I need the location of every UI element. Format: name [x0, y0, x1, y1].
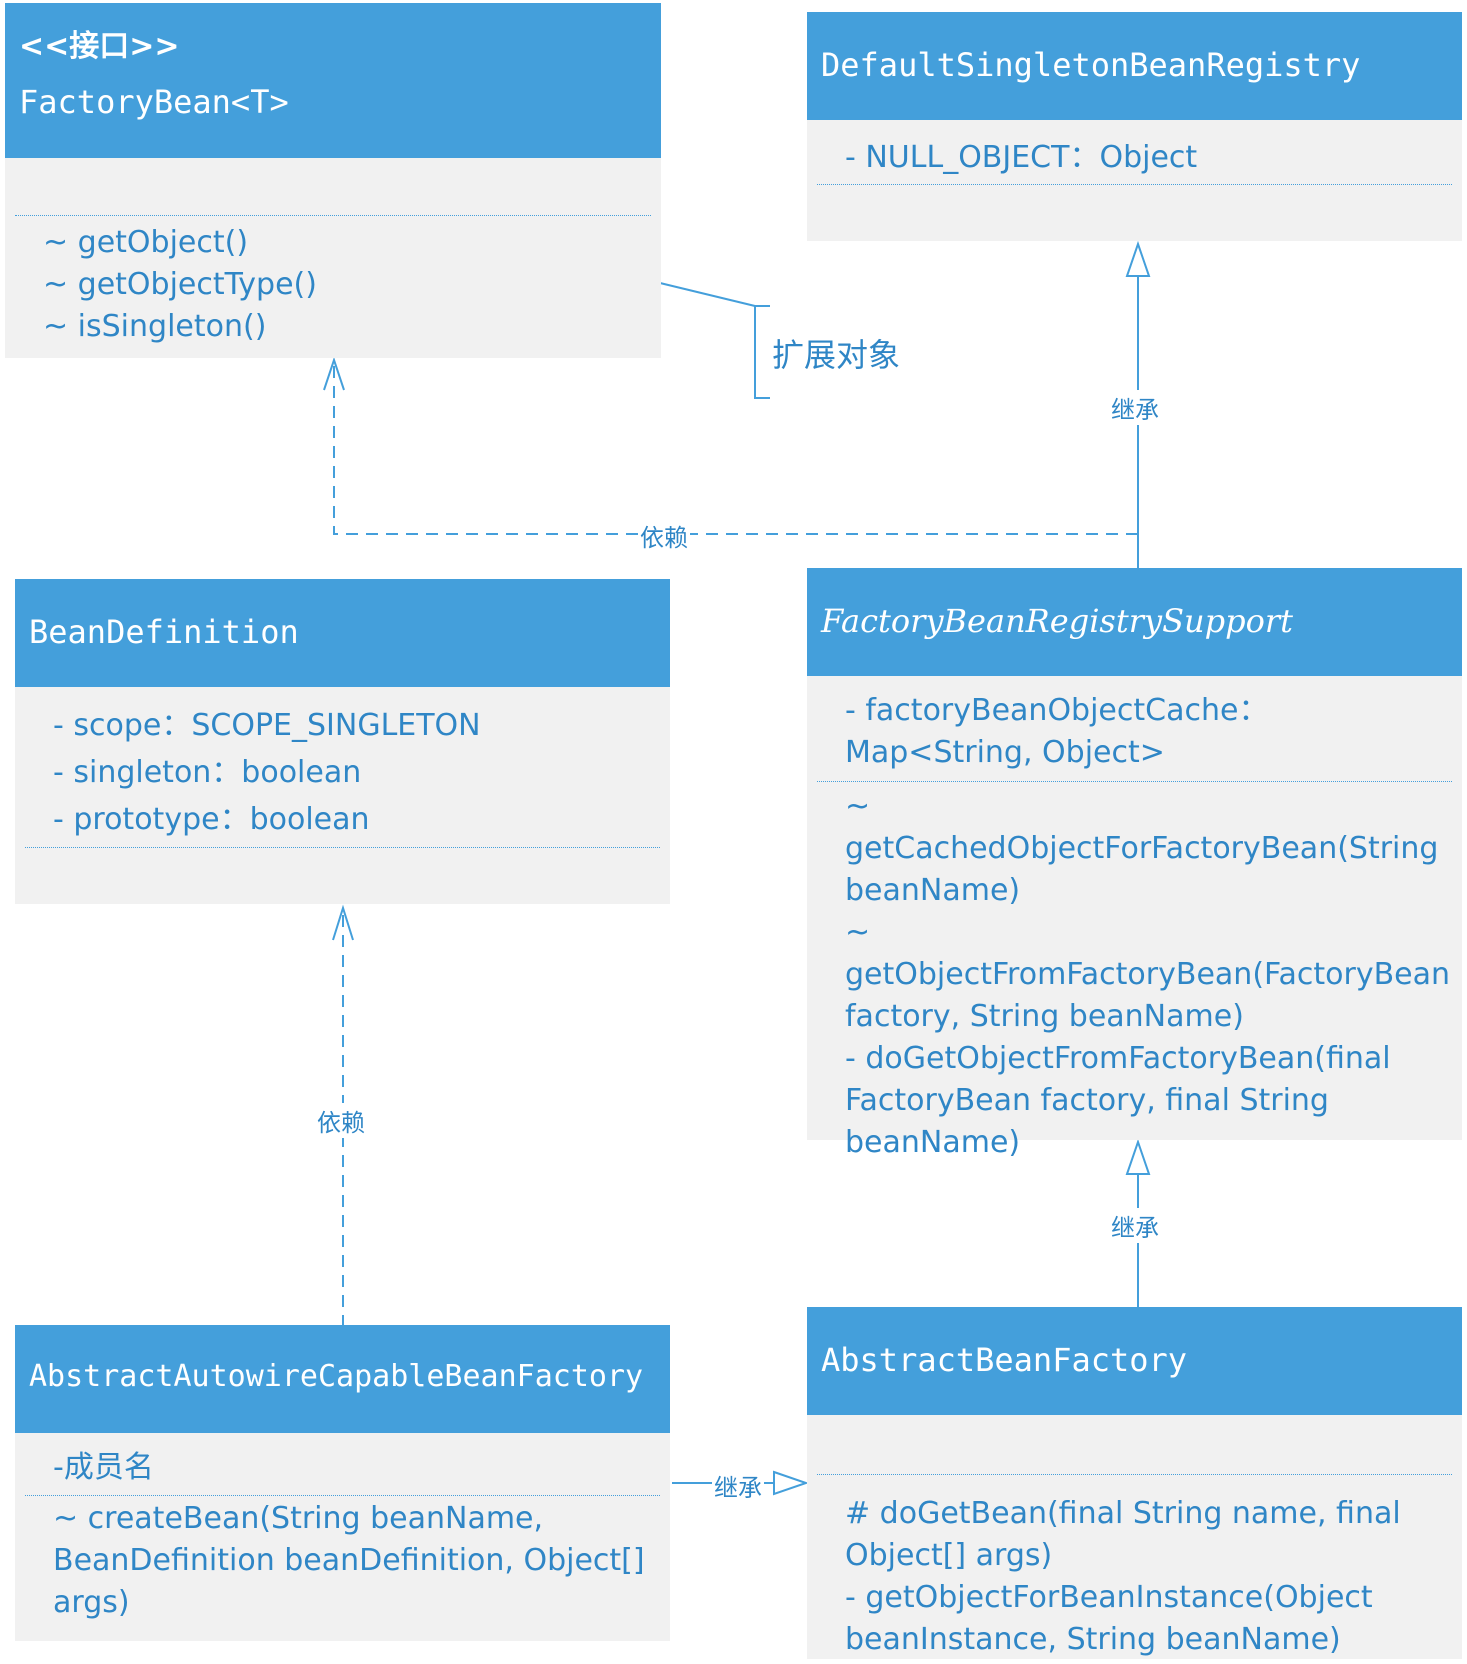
separator [817, 184, 1452, 185]
separator [817, 1474, 1452, 1475]
class-header: AbstractAutowireCapableBeanFactory [15, 1325, 670, 1433]
depend-arrowhead-mid [332, 904, 354, 941]
class-header: AbstractBeanFactory [807, 1307, 1462, 1415]
class-defaultsingletonbeanregistry: DefaultSingletonBeanRegistry - NULL_OBJE… [807, 12, 1462, 241]
method-item: ~ getObjectType() [43, 267, 317, 302]
label-inherit-top: 继承 [1109, 390, 1161, 425]
method-list: ~ getObject() ~ getObjectType() ~ isSing… [43, 222, 651, 348]
depend-fbrs-to-factorybean [333, 362, 1138, 535]
class-header: <<接口>> FactoryBean<T> [5, 3, 661, 158]
class-header: FactoryBeanRegistrySupport [807, 568, 1462, 676]
method-item: ~ isSingleton() [43, 309, 267, 344]
method-list: # doGetBean(final String name, final Obj… [845, 1493, 1446, 1661]
class-abstractbeanfactory: AbstractBeanFactory # doGetBean(final St… [807, 1307, 1462, 1659]
class-name: FactoryBeanRegistrySupport [821, 602, 1293, 640]
class-header: BeanDefinition [15, 579, 670, 687]
separator [817, 781, 1452, 782]
attribute-item: -成员名 [53, 1450, 154, 1485]
label-depend-top: 依赖 [638, 518, 690, 553]
class-beandefinition: BeanDefinition - scope：SCOPE_SINGLETON -… [15, 579, 670, 904]
method-list: ~ createBean(String beanName, BeanDefini… [53, 1498, 656, 1624]
class-factorybean: <<接口>> FactoryBean<T> ~ getObject() ~ ge… [5, 3, 661, 358]
label-extend-object: 扩展对象 [770, 330, 903, 376]
separator [15, 215, 651, 216]
method-item: - getObjectForBeanInstance(Object beanIn… [845, 1580, 1373, 1657]
attribute-list: - NULL_OBJECT：Object [845, 137, 1452, 179]
method-item: ~ createBean(String beanName, BeanDefini… [53, 1501, 645, 1620]
attribute-item: - singleton：boolean [53, 755, 362, 790]
class-abstractautowirecapablebeanfactory: AbstractAutowireCapableBeanFactory -成员名 … [15, 1325, 670, 1641]
class-name: FactoryBean<T> [19, 83, 289, 121]
class-name: BeanDefinition [29, 613, 299, 651]
class-name: DefaultSingletonBeanRegistry [821, 46, 1361, 84]
method-item: # doGetBean(final String name, final Obj… [845, 1496, 1401, 1573]
attribute-item: - scope：SCOPE_SINGLETON [53, 708, 481, 743]
separator [25, 1495, 660, 1496]
attribute-item: - prototype：boolean [53, 802, 370, 837]
attribute-list: - scope：SCOPE_SINGLETON - singleton：bool… [53, 702, 660, 843]
separator [25, 847, 660, 848]
attribute-item: - NULL_OBJECT：Object [845, 140, 1198, 175]
method-item: - doGetObjectFromFactoryBean(final Facto… [845, 1041, 1391, 1160]
method-item: ~ getObject() [43, 225, 249, 260]
class-name: AbstractAutowireCapableBeanFactory [29, 1359, 644, 1394]
method-item: ~ getCachedObjectForFactoryBean(String b… [845, 789, 1439, 908]
method-list: ~ getCachedObjectForFactoryBean(String b… [845, 786, 1451, 1164]
class-factorybeanregistrysupport: FactoryBeanRegistrySupport - factoryBean… [807, 568, 1462, 1160]
depend-arrowhead-top [323, 356, 345, 391]
stereotype-label: <<接口>> [19, 29, 180, 64]
note-connector [659, 282, 770, 399]
method-item: ~ getObjectFromFactoryBean(FactoryBean f… [845, 915, 1451, 1034]
label-depend-mid: 依赖 [315, 1103, 367, 1138]
attribute-list: - factoryBeanObjectCache：Map<String, Obj… [845, 690, 1446, 774]
attribute-item: - factoryBeanObjectCache：Map<String, Obj… [845, 693, 1269, 770]
attribute-list: -成员名 [53, 1447, 660, 1489]
label-inherit-mid: 继承 [1109, 1208, 1161, 1243]
class-name: AbstractBeanFactory [821, 1341, 1188, 1379]
label-inherit-bottom: 继承 [712, 1468, 764, 1503]
class-header: DefaultSingletonBeanRegistry [807, 12, 1462, 120]
